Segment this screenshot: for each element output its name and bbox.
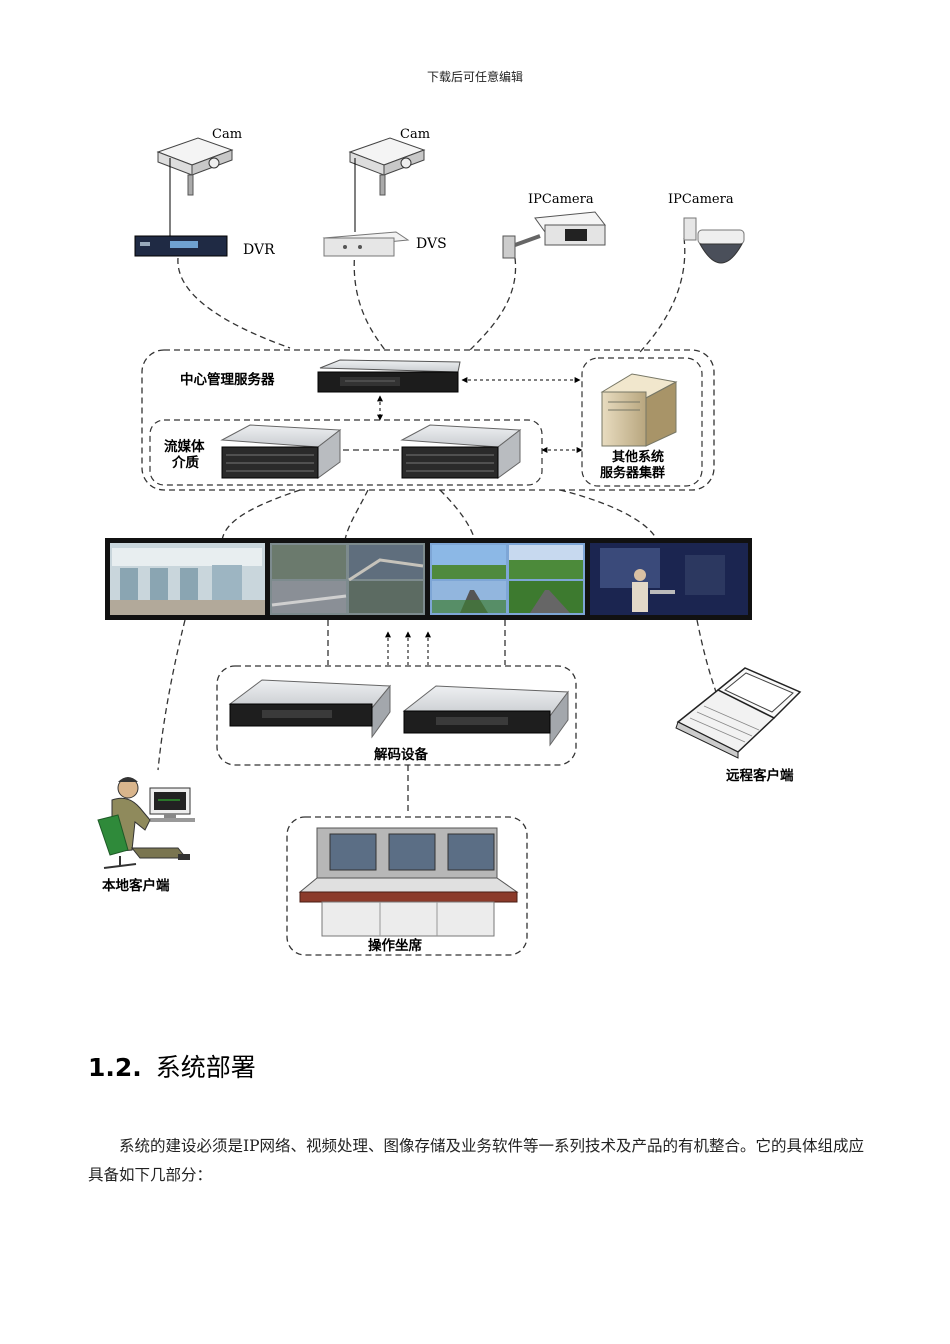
other-system-label-1: 其他系统 — [612, 449, 664, 465]
storage-array-2 — [402, 425, 520, 478]
decoder-label: 解码设备 — [374, 746, 428, 763]
decoder-output-arrows — [388, 632, 428, 665]
section-number: 1.2. — [88, 1053, 142, 1082]
ipcamera-box — [503, 212, 605, 258]
decoder-server-1 — [230, 680, 390, 737]
video-wall — [105, 538, 752, 620]
dvr-device — [135, 236, 227, 256]
system-architecture-diagram: Cam DVR Cam DVS IPCamera IPCamera — [0, 110, 950, 970]
console-label: 操作坐席 — [368, 937, 422, 954]
laptop-icon — [676, 668, 800, 758]
center-server — [318, 360, 460, 392]
section-heading: 1.2. 系统部署 — [88, 1048, 256, 1084]
decoder-server-2 — [404, 686, 568, 745]
local-client-label: 本地客户端 — [102, 877, 170, 894]
wall-screen-office — [590, 543, 748, 615]
storage-array-1 — [222, 425, 340, 478]
center-server-label: 中心管理服务器 — [180, 371, 275, 388]
local-client-operator-icon — [98, 777, 195, 868]
operator-console — [300, 828, 517, 936]
ipcamera-1-label: IPCamera — [528, 192, 594, 207]
ipcamera-2-label: IPCamera — [668, 192, 734, 207]
cam-2-label: Cam — [400, 127, 430, 142]
body-paragraph: 系统的建设必须是IP网络、视频处理、图像存储及业务软件等一系列技术及产品的有机整… — [88, 1132, 868, 1190]
cam-1 — [158, 138, 232, 236]
cam-2 — [350, 138, 424, 232]
wall-screen-roads — [430, 543, 585, 615]
remote-client-label: 远程客户端 — [726, 767, 794, 784]
tower-server — [602, 374, 676, 446]
dvs-device — [324, 232, 408, 256]
page-header: 下载后可任意编辑 — [0, 68, 950, 85]
other-system-label-2: 服务器集群 — [600, 465, 665, 481]
dvr-label: DVR — [243, 242, 275, 258]
stream-media-label-2: 介质 — [171, 454, 199, 471]
wall-screen-bank-lobby — [110, 543, 265, 615]
cam-1-label: Cam — [212, 127, 242, 142]
wall-screen-city-traffic — [270, 543, 425, 615]
stream-media-label-1: 流媒体 — [164, 438, 205, 455]
ipcamera-dome — [684, 218, 744, 263]
section-title: 系统部署 — [156, 1053, 256, 1082]
dvs-label: DVS — [416, 236, 447, 252]
